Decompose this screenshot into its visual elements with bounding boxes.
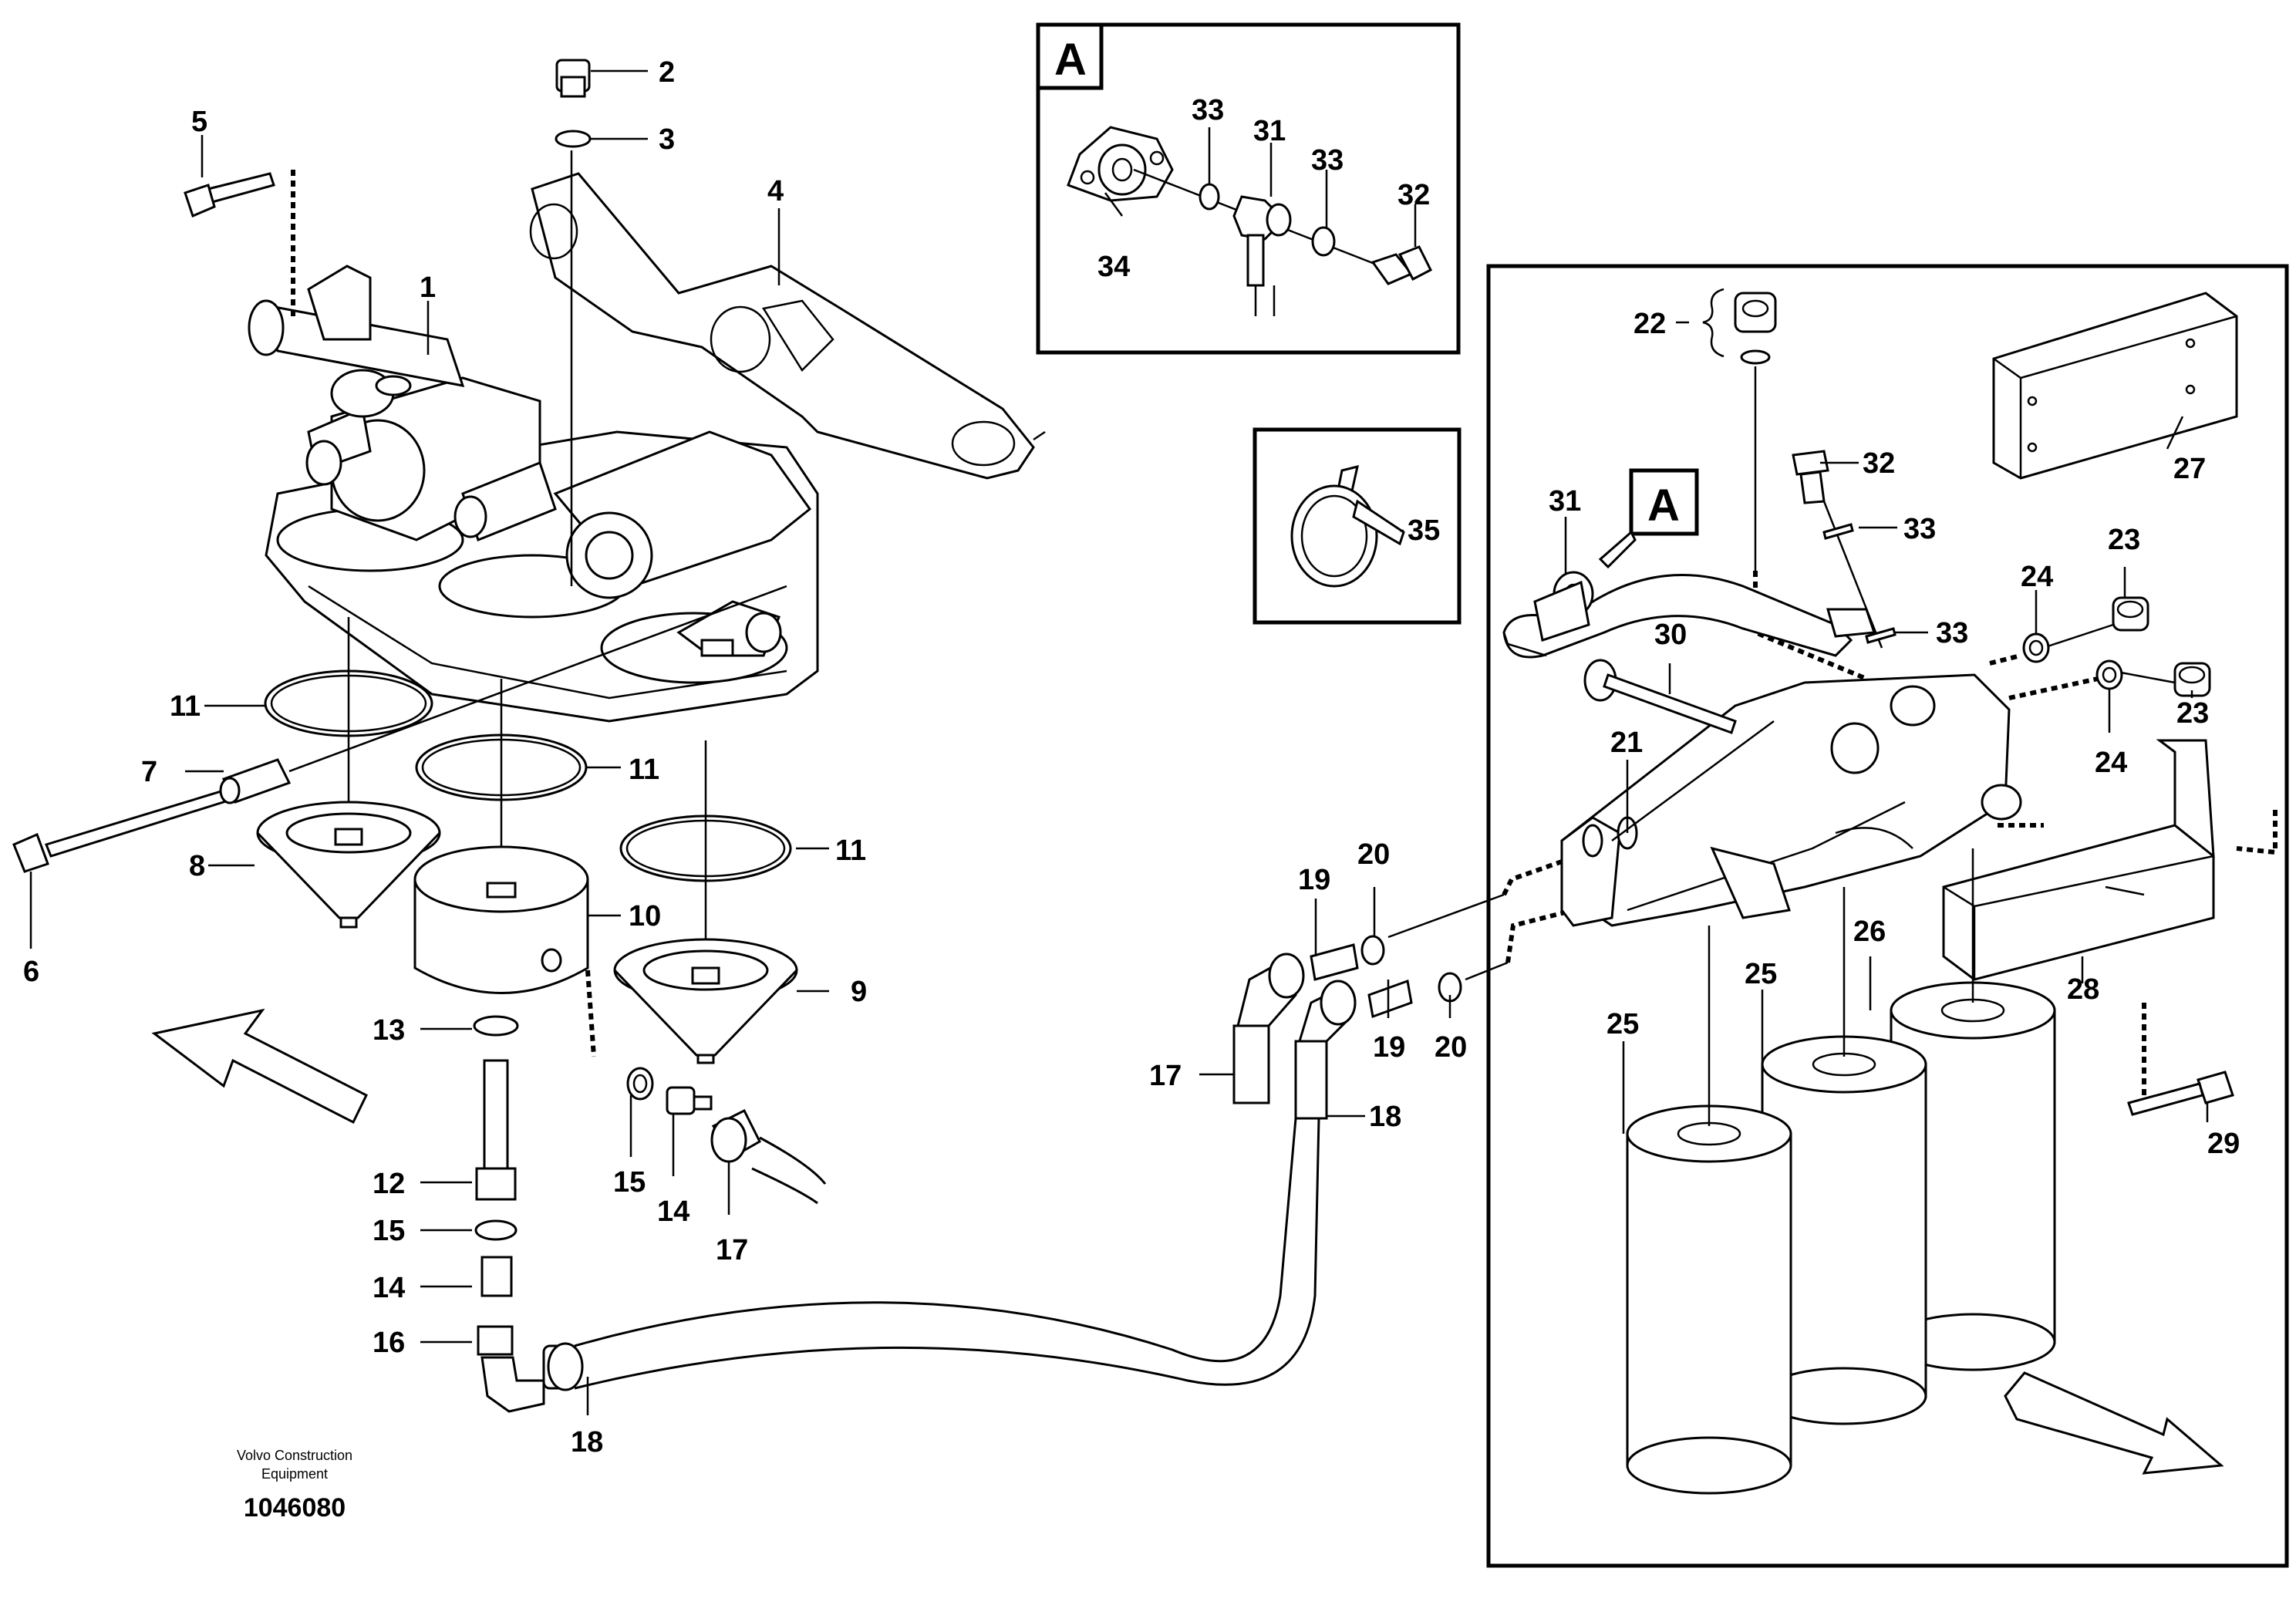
detail-a-box bbox=[1036, 22, 1461, 355]
centrifuge-part-9 bbox=[613, 938, 798, 1064]
label-2: 2 bbox=[659, 56, 675, 89]
label-15b: 15 bbox=[613, 1166, 646, 1199]
detail-a-callout bbox=[1598, 468, 1699, 569]
hose-connectors-17-18 bbox=[1232, 831, 1644, 1120]
drawing-number: 1046080 bbox=[244, 1493, 346, 1523]
label-5: 5 bbox=[191, 106, 207, 138]
filter-cartridges-25-26 bbox=[1626, 848, 2056, 1495]
label-28: 28 bbox=[2067, 973, 2099, 1006]
label-8: 8 bbox=[189, 850, 205, 882]
label-26: 26 bbox=[1853, 916, 1886, 948]
label-21: 21 bbox=[1610, 727, 1643, 759]
flow-arrow-left bbox=[151, 1008, 368, 1125]
credit-line-2: Equipment bbox=[261, 1466, 328, 1482]
label-33d: 33 bbox=[1936, 617, 1968, 649]
plug-part-2 bbox=[555, 59, 592, 586]
label-19b: 19 bbox=[1373, 1031, 1405, 1064]
plug-part-22 bbox=[1734, 292, 1868, 681]
label-14b: 14 bbox=[657, 1195, 689, 1228]
label-10: 10 bbox=[629, 900, 661, 932]
label-15a: 15 bbox=[373, 1215, 405, 1247]
label-16: 16 bbox=[373, 1327, 405, 1359]
label-22: 22 bbox=[1633, 308, 1666, 340]
label-11c: 11 bbox=[835, 835, 866, 867]
label-13: 13 bbox=[373, 1014, 405, 1047]
label-18a: 18 bbox=[571, 1426, 603, 1458]
label-7: 7 bbox=[141, 756, 157, 788]
right-detail-frame bbox=[1486, 264, 2289, 1568]
filter-head-part-21 bbox=[1560, 673, 2022, 927]
label-33b: 33 bbox=[1311, 144, 1344, 177]
detail-35-box bbox=[1253, 427, 1462, 625]
oil-filter-housing-left bbox=[248, 265, 819, 723]
o-rings-part-11 bbox=[264, 617, 792, 956]
label-31a: 31 bbox=[1253, 115, 1286, 147]
label-9: 9 bbox=[851, 976, 867, 1008]
label-32a: 32 bbox=[1397, 179, 1430, 211]
label-23a: 23 bbox=[2108, 524, 2140, 556]
callout-labels: 2 3 4 5 1 7 8 6 11 11 11 10 9 13 12 15 1… bbox=[23, 56, 2240, 1458]
bolt-part-29 bbox=[2127, 1071, 2234, 1116]
connector-stack-12-16 bbox=[473, 1015, 1320, 1413]
credit-line-1: Volvo Construction bbox=[237, 1448, 352, 1463]
label-3: 3 bbox=[659, 123, 675, 156]
label-35: 35 bbox=[1408, 514, 1440, 547]
centrifuge-part-8 bbox=[256, 801, 441, 929]
flow-arrow-right bbox=[2004, 1371, 2224, 1475]
label-6: 6 bbox=[23, 956, 39, 988]
gasket-part-4 bbox=[529, 172, 1046, 480]
label-1: 1 bbox=[420, 271, 436, 304]
label-20b: 20 bbox=[1435, 1031, 1467, 1064]
detail-marker-a-box: A bbox=[1054, 35, 1087, 85]
leader-lines bbox=[29, 69, 2209, 1415]
label-17b: 17 bbox=[1149, 1060, 1182, 1092]
label-24a: 24 bbox=[2021, 561, 2053, 593]
label-33c: 33 bbox=[1903, 513, 1936, 545]
label-11a: 11 bbox=[170, 690, 201, 723]
label-23b: 23 bbox=[2176, 697, 2209, 730]
label-12: 12 bbox=[373, 1168, 405, 1200]
bolt-part-30 bbox=[1583, 659, 1737, 734]
bracket-part-27 bbox=[1992, 292, 2238, 480]
label-27: 27 bbox=[2173, 453, 2206, 485]
label-20a: 20 bbox=[1357, 838, 1390, 871]
label-17a: 17 bbox=[716, 1234, 748, 1266]
bolt-part-5 bbox=[184, 170, 295, 316]
label-30: 30 bbox=[1654, 619, 1687, 651]
plugs-part-23 bbox=[1989, 596, 2211, 700]
bolt-part-6-7 bbox=[12, 585, 787, 873]
label-34: 34 bbox=[1097, 251, 1130, 283]
label-29: 29 bbox=[2207, 1128, 2240, 1160]
label-32b: 32 bbox=[1863, 447, 1895, 480]
label-31b: 31 bbox=[1549, 485, 1581, 518]
label-19a: 19 bbox=[1298, 864, 1330, 896]
fittings-15-14-17 bbox=[626, 1067, 827, 1205]
label-25b: 25 bbox=[1607, 1008, 1639, 1040]
label-14a: 14 bbox=[373, 1272, 405, 1304]
label-4: 4 bbox=[767, 175, 784, 207]
label-25a: 25 bbox=[1745, 958, 1777, 990]
label-11b: 11 bbox=[629, 754, 659, 786]
pipe-part-31 bbox=[1502, 571, 1876, 659]
label-24b: 24 bbox=[2095, 747, 2127, 779]
label-18b: 18 bbox=[1369, 1101, 1401, 1133]
label-33a: 33 bbox=[1192, 94, 1224, 126]
detail-marker-a-callout: A bbox=[1647, 481, 1680, 531]
bolt-part-32 bbox=[1792, 450, 1896, 649]
filter-part-10 bbox=[413, 845, 596, 1057]
bracket-part-28 bbox=[1942, 739, 2277, 1103]
